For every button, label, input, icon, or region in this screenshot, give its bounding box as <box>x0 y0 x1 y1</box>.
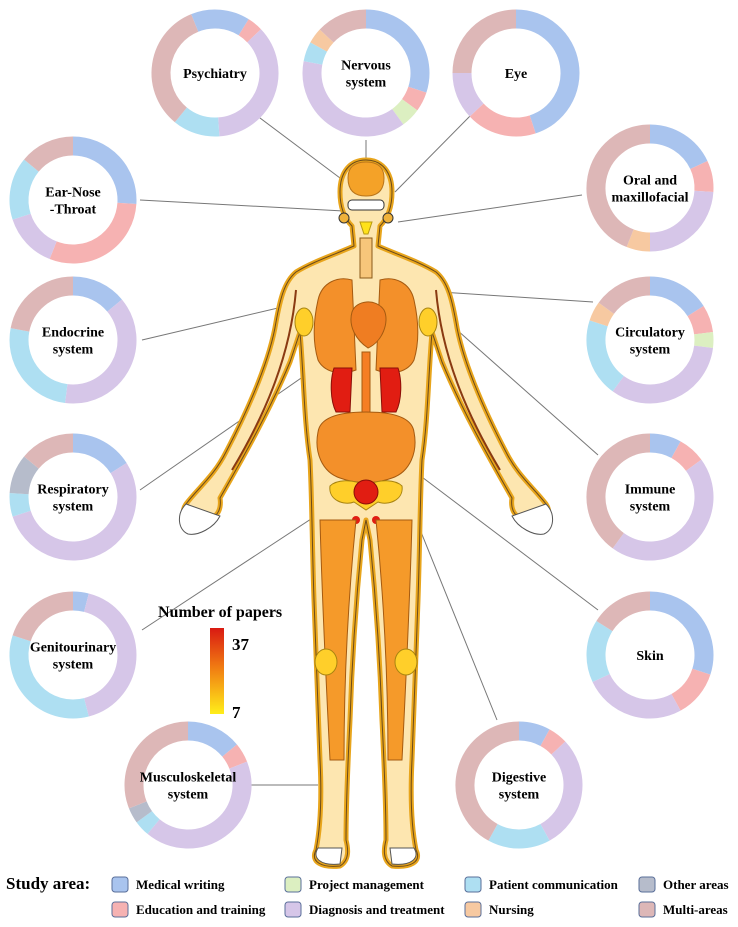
colorbar-title: Number of papers <box>158 604 282 621</box>
ring-segment-project-management <box>398 105 410 117</box>
legend-swatch-nursing <box>465 902 481 917</box>
ring-segment-patient-communication <box>596 626 604 678</box>
colorbar-min: 7 <box>232 703 241 722</box>
colorbar-gradient <box>210 628 224 714</box>
ring-label-psychiatry: Psychiatry <box>183 67 247 82</box>
ring-label-nervous: Nervous <box>341 59 391 74</box>
ring-label-ent: Ear-Nose <box>45 186 100 201</box>
ring-label-oral: Oral and <box>623 174 677 189</box>
ring-segment-medical-writing <box>519 731 545 738</box>
colorbar-max: 37 <box>232 635 250 654</box>
ring-segment-medical-writing <box>73 601 86 603</box>
ring-segment-nursing <box>319 36 327 47</box>
ring-label-circulatory: system <box>630 343 671 358</box>
ring-label-nervous: system <box>346 76 387 91</box>
ring-segment-education-training <box>410 90 418 105</box>
legend-title: Study area: <box>6 874 90 893</box>
ring-label-immune: system <box>630 500 671 515</box>
ring-label-endocrine: system <box>53 343 94 358</box>
ring-psychiatry: Psychiatry <box>152 10 279 137</box>
legend-label-project-management: Project management <box>309 877 425 892</box>
ring-label-digestive: system <box>499 788 540 803</box>
legend-swatch-project-management <box>285 877 301 892</box>
ring-segment-patient-communication <box>313 47 319 63</box>
ring-label-eye: Eye <box>505 67 528 82</box>
ring-respiratory: Respiratory system <box>10 434 137 561</box>
legend: Study area: Medical writing Project manag… <box>6 874 729 917</box>
ring-endocrine: Endocrine system <box>10 277 137 404</box>
ring-segment-education-training <box>676 450 694 466</box>
colorbar: Number of papers 37 7 <box>158 604 282 722</box>
ring-segment-education-training <box>545 738 558 748</box>
legend-label-medical-writing: Medical writing <box>136 877 225 892</box>
ring-label-respiratory: Respiratory <box>37 483 109 498</box>
ring-label-musculoskeletal: Musculoskeletal <box>140 771 237 786</box>
ring-ent: Ear-Nose -Throat <box>10 137 137 264</box>
ring-segment-medical-writing <box>650 443 676 450</box>
ring-segment-education-training <box>244 27 254 36</box>
ring-label-digestive: Digestive <box>492 771 546 786</box>
ring-label-genitourinary: system <box>53 658 94 673</box>
ring-segment-nursing <box>630 238 650 242</box>
legend-label-diagnosis-treatment: Diagnosis and treatment <box>309 902 445 917</box>
ring-segment-patient-communication <box>493 832 545 839</box>
ring-label-ent: -Throat <box>50 203 97 218</box>
legend-label-other-areas: Other areas <box>663 877 729 892</box>
legend-swatch-patient-communication <box>465 877 481 892</box>
ring-label-musculoskeletal: system <box>168 788 209 803</box>
ring-label-oral: maxillofacial <box>612 191 689 206</box>
ring-segment-other-areas <box>138 805 145 817</box>
ring-label-respiratory: system <box>53 500 94 515</box>
legend-swatch-medical-writing <box>112 877 128 892</box>
ring-nervous: Nervous system <box>303 10 430 137</box>
legend-swatch-other-areas <box>639 877 655 892</box>
ring-label-endocrine: Endocrine <box>42 326 104 341</box>
ring-segment-education-training <box>696 311 704 333</box>
ring-eye: Eye <box>453 10 580 137</box>
ring-oral: Oral and maxillofacial <box>587 125 714 252</box>
legend-label-nursing: Nursing <box>489 902 534 917</box>
ring-musculoskeletal: Musculoskeletal system <box>125 722 252 849</box>
ring-label-genitourinary: Genitourinary <box>30 641 116 656</box>
ring-segment-education-training <box>230 751 239 766</box>
ring-segment-education-training <box>699 165 704 191</box>
ring-segment-medical-writing <box>195 19 244 27</box>
legend-label-patient-communication: Patient communication <box>489 877 619 892</box>
ring-digestive: Digestive system <box>456 722 583 849</box>
ring-segment-nursing <box>599 308 607 323</box>
ring-genitourinary: Genitourinary system <box>10 592 137 719</box>
ring-segment-patient-communication <box>144 817 153 827</box>
legend-swatch-diagnosis-treatment <box>285 902 301 917</box>
legend-label-multi-areas: Multi-areas <box>663 902 728 917</box>
ring-skin: Skin <box>587 592 714 719</box>
ring-label-circulatory: Circulatory <box>615 326 685 341</box>
legend-swatch-education-training <box>112 902 128 917</box>
ring-immune: Immune system <box>587 434 714 561</box>
ring-label-skin: Skin <box>636 649 663 664</box>
legend-label-education-training: Education and training <box>136 902 266 917</box>
ring-segment-patient-communication <box>19 494 22 514</box>
ring-label-immune: Immune <box>625 483 676 498</box>
legend-swatch-multi-areas <box>639 902 655 917</box>
ring-circulatory: Circulatory system <box>587 277 714 404</box>
